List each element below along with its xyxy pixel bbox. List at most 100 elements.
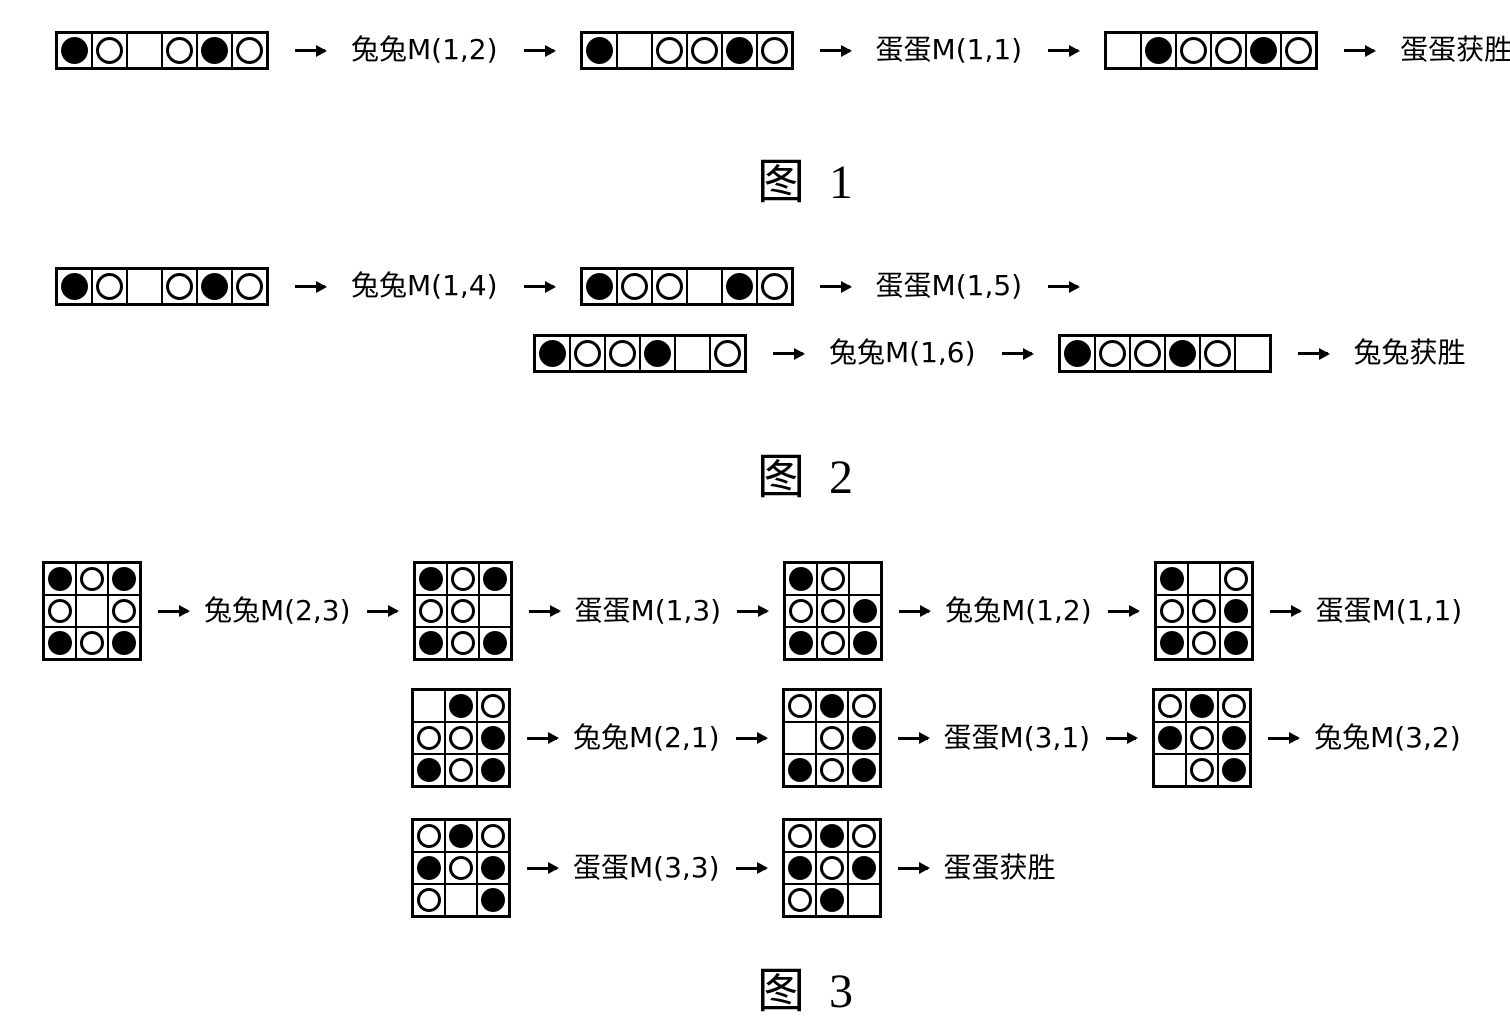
figure-3-row-2: 兔兔M(2,1)蛋蛋M(3,1)兔兔M(3,2) (411, 688, 1461, 788)
white-piece (620, 273, 648, 300)
board-cell (1218, 690, 1251, 722)
board-cell (847, 884, 880, 916)
board-cell (446, 563, 479, 595)
white-piece (96, 273, 123, 300)
move-label: 兔兔M(2,3) (204, 593, 351, 627)
board-cell (477, 754, 509, 786)
black-piece (787, 856, 812, 880)
white-piece (1191, 599, 1216, 623)
black-piece (1222, 758, 1247, 782)
white-piece (787, 824, 812, 848)
white-piece (690, 37, 718, 64)
board-cell (817, 627, 850, 659)
white-piece (450, 631, 475, 655)
white-piece (417, 824, 441, 848)
black-piece (539, 340, 566, 367)
white-piece (819, 856, 844, 880)
board-cell (1141, 33, 1177, 68)
black-piece (1223, 631, 1248, 655)
move-label: 蛋蛋M(1,5) (875, 269, 1023, 303)
board-cell (477, 722, 509, 754)
board-3x3 (1152, 688, 1253, 788)
black-piece (418, 631, 443, 655)
board-cell (1199, 336, 1235, 371)
board-cell (686, 33, 722, 68)
black-piece (201, 37, 228, 64)
black-piece (48, 567, 72, 591)
board-cell (1094, 336, 1130, 371)
board-cell (1155, 563, 1188, 595)
board-cell (108, 595, 140, 627)
board-cell (197, 33, 232, 68)
board-cell (197, 269, 232, 304)
board-1x6 (55, 267, 269, 306)
white-piece (166, 273, 193, 300)
board-cell (651, 33, 687, 68)
board-cell (1155, 627, 1188, 659)
board-cell (1186, 722, 1219, 754)
black-piece (417, 856, 441, 880)
arrow-icon (1297, 352, 1328, 355)
arrow-icon (1048, 285, 1079, 288)
board-cell (44, 563, 76, 595)
white-piece (236, 273, 263, 300)
board-cell (478, 595, 511, 627)
board-cell (785, 563, 818, 595)
arrow-icon (819, 285, 850, 288)
move-label: 蛋蛋M(1,1) (1315, 593, 1463, 627)
board-cell (1219, 563, 1252, 595)
black-piece (418, 567, 443, 591)
white-piece (1285, 37, 1313, 64)
arrow-icon (737, 609, 768, 613)
white-piece (166, 37, 193, 64)
board-cell (815, 754, 848, 786)
black-piece (112, 567, 136, 591)
board-cell (478, 627, 511, 659)
white-piece (417, 726, 441, 750)
board-cell (127, 269, 162, 304)
white-piece (714, 340, 741, 367)
board-cell (640, 336, 675, 371)
board-cell (721, 269, 757, 304)
arrow-icon (366, 609, 397, 613)
white-piece (821, 599, 846, 623)
board-cell (616, 33, 652, 68)
board-cell (445, 852, 477, 884)
arrow-icon (523, 285, 554, 288)
board-cell (414, 595, 447, 627)
white-piece (819, 726, 844, 750)
arrow-icon (1106, 736, 1137, 740)
move-label: 蛋蛋M(3,3) (573, 850, 720, 884)
board-3x3 (781, 818, 882, 918)
board-cell (446, 595, 479, 627)
black-piece (1063, 340, 1091, 367)
board-3x3 (412, 561, 513, 661)
white-piece (760, 273, 788, 300)
arrow-icon (735, 736, 766, 740)
board-cell (686, 269, 722, 304)
figure-2-caption: 图 2 (756, 451, 853, 504)
board-cell (1154, 722, 1187, 754)
arrow-icon (158, 609, 188, 613)
arrow-icon (899, 609, 930, 613)
board-cell (1154, 754, 1187, 786)
board-cell (477, 690, 509, 722)
black-piece (819, 694, 844, 718)
board-cell (570, 336, 605, 371)
black-piece (481, 726, 505, 750)
move-label: 兔兔M(1,6) (829, 336, 976, 370)
black-piece (787, 758, 812, 782)
arrow-icon (897, 866, 928, 870)
white-piece (80, 567, 104, 591)
white-piece (1222, 694, 1247, 718)
board-cell (1154, 690, 1187, 722)
board-cell (710, 336, 745, 371)
board-cell (1218, 722, 1251, 754)
black-piece (725, 273, 753, 300)
white-piece (1133, 340, 1161, 367)
board-cell (847, 820, 880, 852)
white-piece (760, 37, 788, 64)
board-cell (76, 595, 108, 627)
board-cell (581, 33, 617, 68)
black-piece (851, 758, 876, 782)
